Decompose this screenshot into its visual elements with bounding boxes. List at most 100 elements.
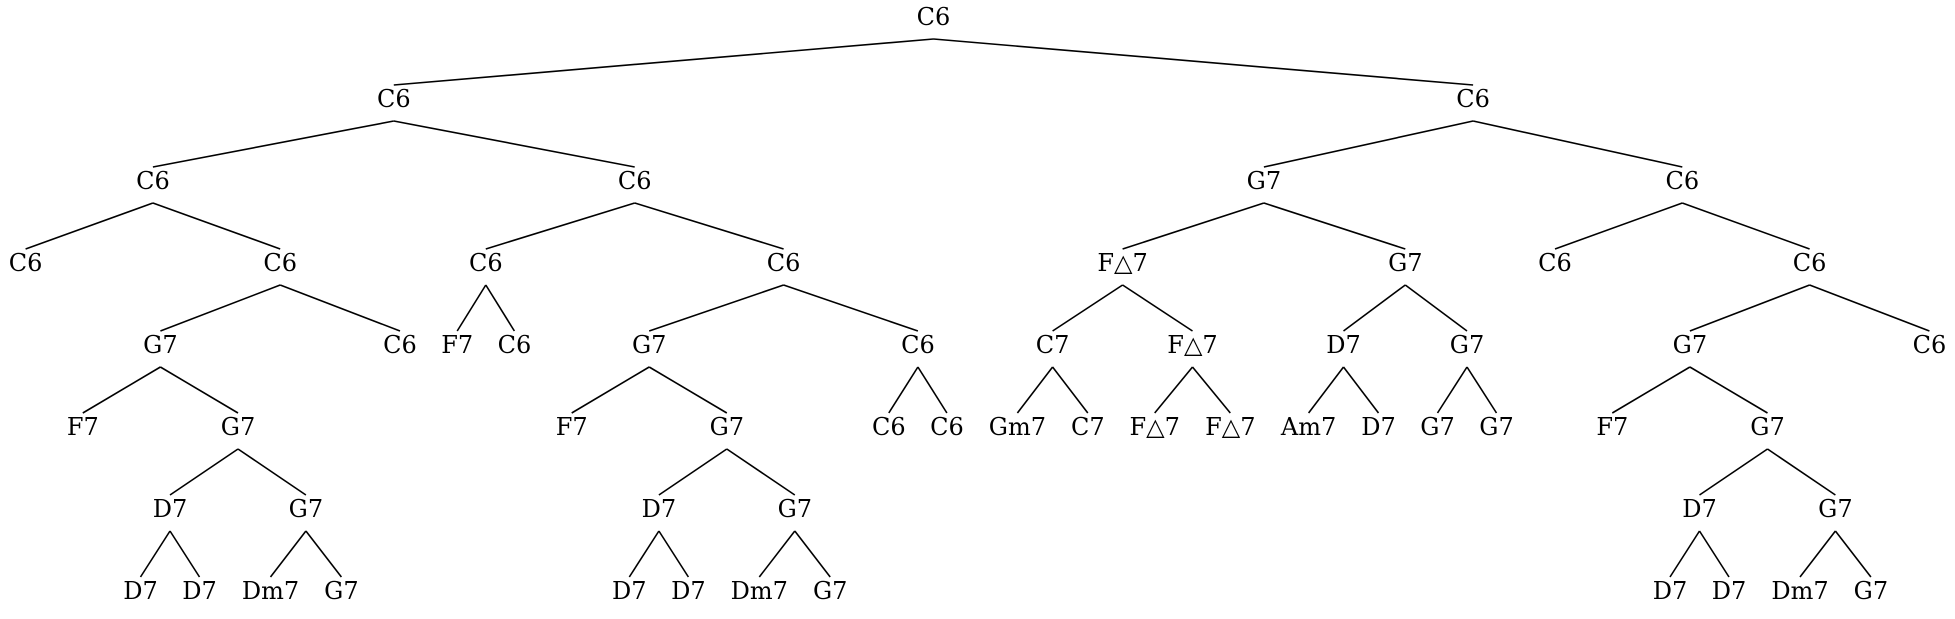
tree-edge — [1809, 284, 1930, 332]
tree-edge — [456, 284, 487, 332]
tree-edge — [794, 530, 831, 578]
chord-node-g7: G7 — [813, 577, 847, 605]
chord-node-f7: F7 — [441, 331, 473, 359]
chord-node-d7: D7 — [1712, 577, 1747, 605]
chord-node-d7: D7 — [1682, 495, 1717, 523]
chord-node-g7: G7 — [1450, 331, 1484, 359]
tree-edge — [1698, 530, 1730, 578]
tree-edge — [139, 530, 171, 578]
tree-edge — [1472, 120, 1683, 168]
chord-node-d7: D7 — [1361, 413, 1396, 441]
tree-edge — [237, 448, 307, 496]
chord-node-c6: C6 — [1538, 249, 1572, 277]
tree-edge — [159, 366, 239, 414]
chord-node-d7: D7 — [642, 495, 677, 523]
chord-node-g7: G7 — [1479, 413, 1513, 441]
tree-edge — [305, 530, 343, 578]
tree-edge — [783, 284, 919, 332]
chord-node-g7: G7 — [1388, 249, 1422, 277]
chord-node-g7: G7 — [778, 495, 812, 523]
tree-edge — [726, 448, 796, 496]
chord-node-d7: D7 — [182, 577, 217, 605]
chord-node-c6: C6 — [618, 167, 652, 195]
tree-edge — [25, 202, 154, 250]
chord-node-gm7: Gm7 — [989, 413, 1046, 441]
chord-node-c6: C6 — [1665, 167, 1699, 195]
tree-edge — [169, 530, 201, 578]
chord-node-c6: C6 — [469, 249, 503, 277]
chord-node-am7: Am7 — [1280, 413, 1336, 441]
tree-edge — [485, 284, 516, 332]
chord-node-d7: D7 — [1653, 577, 1688, 605]
chord-node-g7: G7 — [221, 413, 255, 441]
chord-node-g7: G7 — [324, 577, 358, 605]
chord-node-g7: G7 — [143, 331, 177, 359]
tree-edge — [82, 366, 161, 414]
chord-node-f-maj7: F△7 — [1205, 413, 1255, 441]
chord-node-c6: C6 — [930, 413, 964, 441]
chord-node-d7: D7 — [612, 577, 647, 605]
tree-edge — [888, 366, 919, 414]
chord-node-d7: D7 — [1326, 331, 1361, 359]
chord-node-g7: G7 — [710, 413, 744, 441]
chord-node-g7: G7 — [1420, 413, 1454, 441]
chord-node-d7: D7 — [123, 577, 158, 605]
tree-edge — [1554, 202, 1683, 250]
chord-node-f-maj7: F△7 — [1097, 249, 1147, 277]
tree-edge — [1052, 284, 1124, 332]
chord-node-c6: C6 — [498, 331, 532, 359]
tree-edge — [152, 120, 394, 168]
tree-edge — [1767, 448, 1836, 496]
tree-edge — [1799, 530, 1837, 578]
chord-node-g7: G7 — [1247, 167, 1281, 195]
tree-edge — [393, 38, 934, 86]
tree-edge — [634, 202, 784, 250]
chord-node-dm7: Dm7 — [731, 577, 788, 605]
chord-node-g7: G7 — [632, 331, 666, 359]
tree-edge — [1682, 202, 1810, 250]
chord-node-c6: C6 — [767, 249, 801, 277]
tree-edge — [160, 284, 281, 332]
chord-node-g7: G7 — [1818, 495, 1852, 523]
chord-node-f7: F7 — [67, 413, 99, 441]
tree-edge — [1669, 530, 1701, 578]
tree-edge — [169, 448, 239, 496]
chord-node-c6: C6 — [377, 85, 411, 113]
tree-edge — [1466, 366, 1498, 414]
chord-node-g7: G7 — [289, 495, 323, 523]
chord-node-c6: C6 — [383, 331, 417, 359]
tree-edge — [628, 530, 660, 578]
chord-node-f7: F7 — [1596, 413, 1628, 441]
chord-node-g7: G7 — [1750, 413, 1784, 441]
chord-node-c6: C6 — [901, 331, 935, 359]
tree-edge — [1689, 366, 1768, 414]
chord-node-f-maj7: F△7 — [1167, 331, 1217, 359]
tree-edge — [1263, 120, 1474, 168]
tree-edge — [1404, 284, 1468, 332]
tree-edge — [571, 366, 650, 414]
chord-node-dm7: Dm7 — [1771, 577, 1828, 605]
tree-edge — [1436, 366, 1468, 414]
chord-node-c6: C6 — [872, 413, 906, 441]
tree-edge — [393, 120, 635, 168]
tree-edge — [1122, 284, 1193, 332]
chord-node-c6: C6 — [917, 3, 951, 31]
tree-edge — [758, 530, 796, 578]
tree-edge — [1699, 448, 1768, 496]
tree-edge — [1343, 284, 1406, 332]
tree-edge — [917, 366, 948, 414]
chord-node-c6: C6 — [263, 249, 297, 277]
tree-edge — [152, 202, 281, 250]
chord-node-g7: G7 — [1673, 331, 1707, 359]
chord-node-d7: D7 — [153, 495, 188, 523]
chord-node-d7: D7 — [671, 577, 706, 605]
chord-node-c6: C6 — [1913, 331, 1947, 359]
chord-node-dm7: Dm7 — [242, 577, 299, 605]
tree-edge — [279, 284, 401, 332]
chord-node-f-maj7: F△7 — [1130, 413, 1180, 441]
tree-edge — [648, 284, 784, 332]
tree-edge — [1307, 366, 1345, 414]
tree-edge — [933, 38, 1474, 86]
